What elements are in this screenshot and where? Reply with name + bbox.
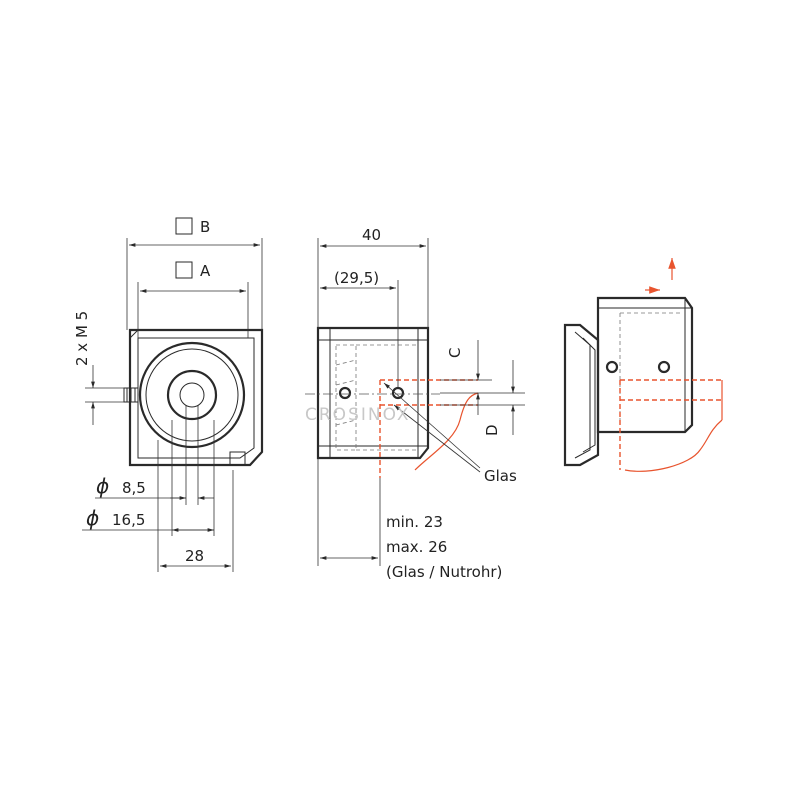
label-c: C <box>446 348 464 358</box>
label-b: B <box>200 218 210 236</box>
dimension-40: 40 <box>317 226 429 328</box>
dimension-thread: 2 x M 5 <box>73 311 124 425</box>
dimension-28: 28 <box>157 440 234 572</box>
label-note: (Glas / Nutrohr) <box>386 563 502 581</box>
dimension-min-max: min. 23 max. 26 (Glas / Nutrohr) <box>317 458 502 581</box>
dimension-c-d: C D <box>440 340 525 436</box>
label-d: D <box>483 424 501 436</box>
perspective-view <box>563 258 723 472</box>
phi-symbol-2: ϕ <box>86 506 99 530</box>
dimension-b: B <box>126 217 263 330</box>
square-symbol-b <box>175 217 193 235</box>
watermark: CROSINOX <box>305 405 411 425</box>
label-40: 40 <box>362 226 381 244</box>
dimension-29-5: (29,5) <box>320 269 399 388</box>
label-min: min. 23 <box>386 513 443 531</box>
label-max: max. 26 <box>386 538 447 556</box>
label-28: 28 <box>185 547 204 565</box>
label-29-5: (29,5) <box>334 269 379 287</box>
label-dia-large: 16,5 <box>112 511 145 529</box>
label-dia-small: 8,5 <box>122 479 146 497</box>
phi-symbol-1: ϕ <box>96 474 109 498</box>
label-a: A <box>200 262 211 280</box>
dimension-a: A <box>137 261 249 338</box>
square-symbol-a <box>175 261 193 279</box>
dimension-dia-16-5: ϕ 16,5 <box>82 420 215 536</box>
label-glas: Glas <box>484 467 517 485</box>
dimension-dia-8-5: ϕ 8,5 <box>95 405 214 505</box>
front-view <box>123 328 264 467</box>
glas-leader: Glas <box>383 382 517 485</box>
label-thread: 2 x M 5 <box>73 311 91 366</box>
